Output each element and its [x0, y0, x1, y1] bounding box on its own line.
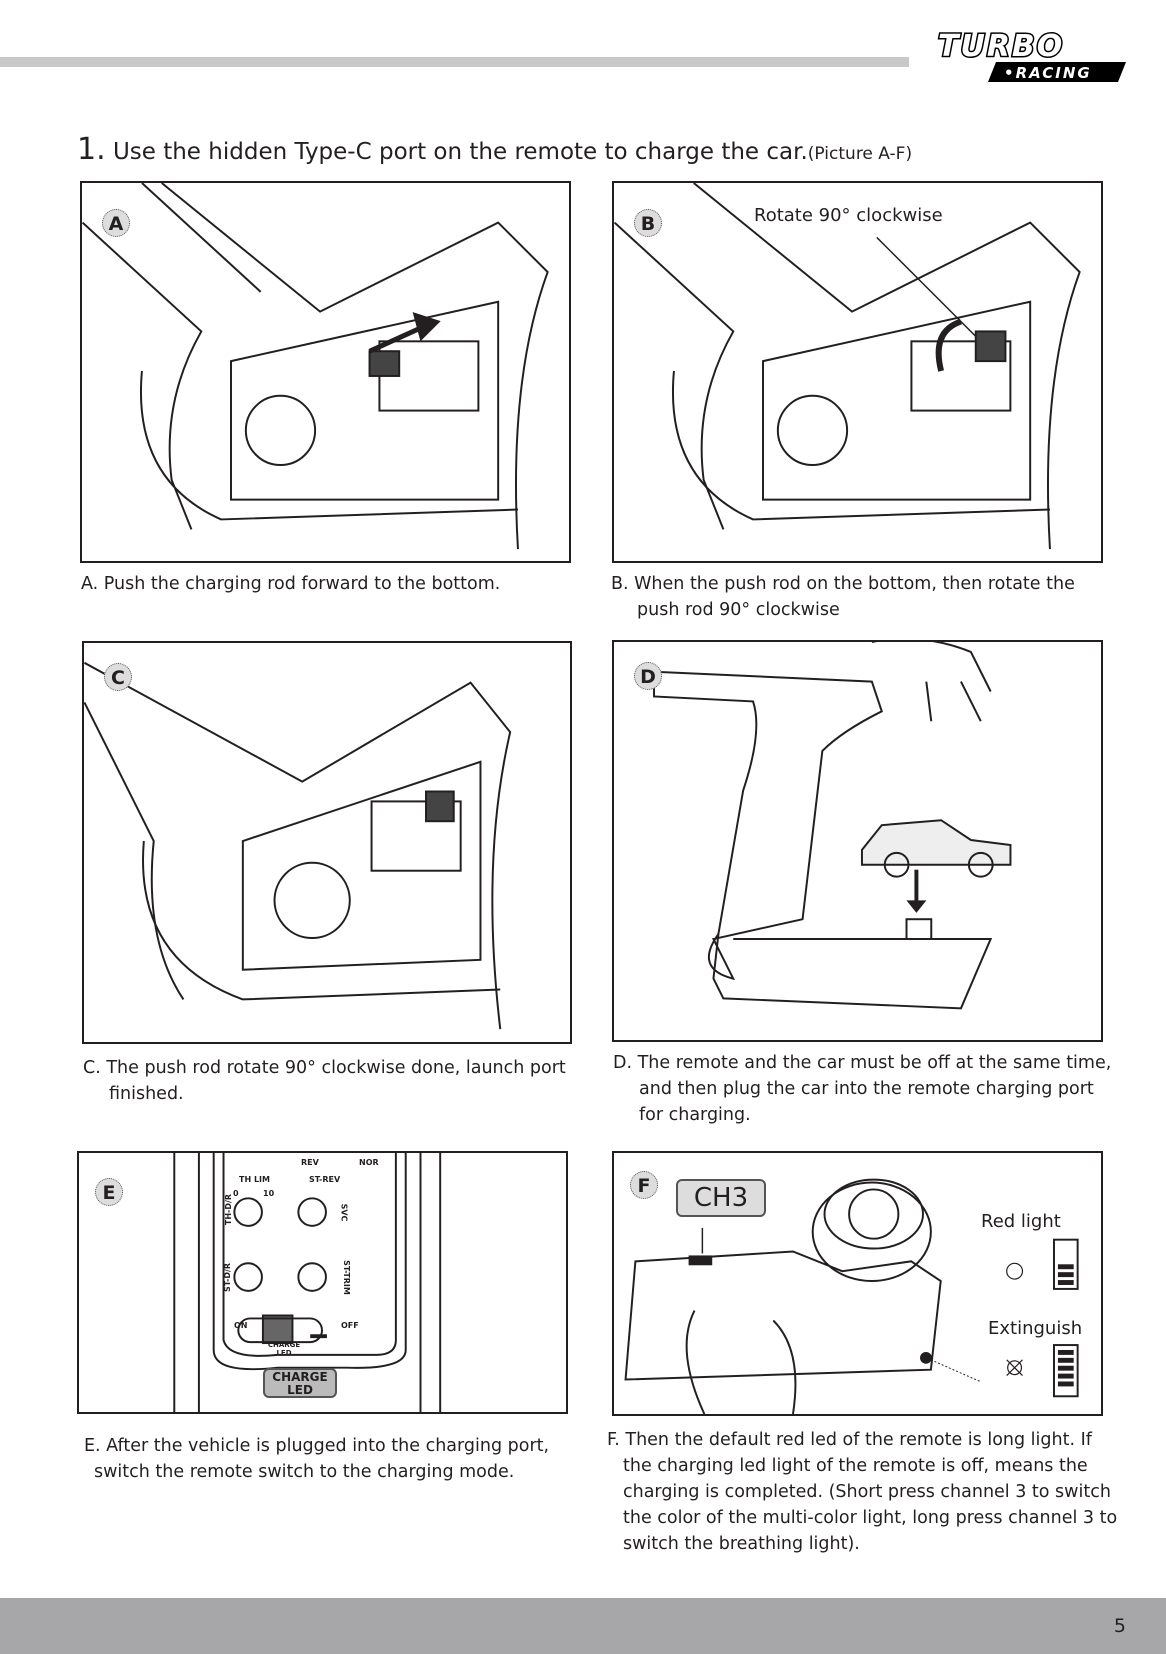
section-title-text: Use the hidden Type-C port on the remote…: [112, 139, 808, 165]
svg-text:•RACING: •RACING: [1004, 64, 1092, 82]
caption-d: D. The remote and the car must be off at…: [613, 1050, 1133, 1128]
caption-c-text: C. The push rod rotate 90° clockwise don…: [83, 1058, 566, 1078]
th-lim-label: TH LIM: [239, 1175, 270, 1184]
panel-letter-e: E: [95, 1178, 123, 1206]
caption-c: C. The push rod rotate 90° clockwise don…: [83, 1055, 603, 1107]
caption-e: E. After the vehicle is plugged into the…: [84, 1433, 604, 1485]
panel-letter-f: F: [630, 1171, 658, 1199]
panel-c: C: [82, 641, 572, 1044]
caption-e-text: E. After the vehicle is plugged into the…: [84, 1436, 550, 1456]
section-title: 1. Use the hidden Type-C port on the rem…: [77, 132, 912, 167]
rev-label: REV: [301, 1158, 319, 1167]
extinguish-label: Extinguish: [988, 1318, 1083, 1339]
charge-led-small-label: CHARGE LED: [267, 1341, 301, 1357]
red-light-label: Red light: [981, 1211, 1061, 1232]
panel-d: D: [612, 640, 1103, 1042]
section-number: 1.: [77, 132, 106, 167]
caption-e-cont: switch the remote switch to the charging…: [94, 1462, 515, 1482]
caption-a-text: A. Push the charging rod forward to the …: [81, 574, 501, 594]
caption-d-cont: and then plug the car into the remote ch…: [639, 1079, 1094, 1125]
caption-f-text: F. Then the default red led of the remot…: [607, 1430, 1092, 1450]
panel-letter-a: A: [102, 209, 130, 237]
caption-d-text: D. The remote and the car must be off at…: [613, 1053, 1112, 1073]
panel-letter-b: B: [634, 209, 662, 237]
header-bar: [0, 57, 909, 67]
rotate-note: Rotate 90° clockwise: [754, 205, 943, 226]
st-trim-label: ST-TRIM: [341, 1260, 351, 1295]
page-number: 5: [1113, 1615, 1126, 1637]
caption-f-cont: the charging led light of the remote is …: [623, 1456, 1118, 1554]
caption-f: F. Then the default red led of the remot…: [607, 1427, 1147, 1557]
footer-bar: 5: [0, 1598, 1166, 1654]
charge-led-callout: CHARGE LED: [263, 1368, 337, 1398]
st-rev-label: ST-REV: [309, 1175, 341, 1184]
nor-label: NOR: [359, 1158, 379, 1167]
caption-a: A. Push the charging rod forward to the …: [81, 571, 500, 597]
caption-b-cont: push rod 90° clockwise: [637, 600, 840, 620]
panel-b: B Rotate 90° clockwise: [612, 181, 1103, 563]
caption-b: B. When the push rod on the bottom, then…: [611, 571, 1131, 623]
panel-letter-d: D: [634, 662, 662, 690]
svc-label: SVC: [339, 1203, 349, 1222]
dial-ten: 10: [263, 1189, 275, 1198]
caption-b-text: B. When the push rod on the bottom, then…: [611, 574, 1075, 594]
panel-f: F CH3 Red light Extinguish: [612, 1151, 1103, 1416]
panel-e: E TH LIM REV NOR ST-REV TH-D/R SVC ST-D/…: [77, 1151, 568, 1414]
svg-text:TURBO: TURBO: [938, 29, 1064, 64]
panel-a: A: [80, 181, 571, 563]
caption-c-cont: finished.: [109, 1084, 184, 1104]
panel-letter-c: C: [104, 663, 132, 691]
off-label: OFF: [341, 1321, 359, 1330]
on-label: ON: [234, 1321, 248, 1330]
turbo-racing-logo: TURBO •RACING: [937, 28, 1126, 82]
ch3-button-callout: CH3: [676, 1179, 766, 1217]
dial-zero: 0: [233, 1189, 239, 1198]
section-subtitle: (Picture A-F): [807, 144, 913, 164]
th-dr-label: TH-D/R: [224, 1193, 234, 1226]
st-dr-label: ST-D/R: [223, 1262, 233, 1293]
